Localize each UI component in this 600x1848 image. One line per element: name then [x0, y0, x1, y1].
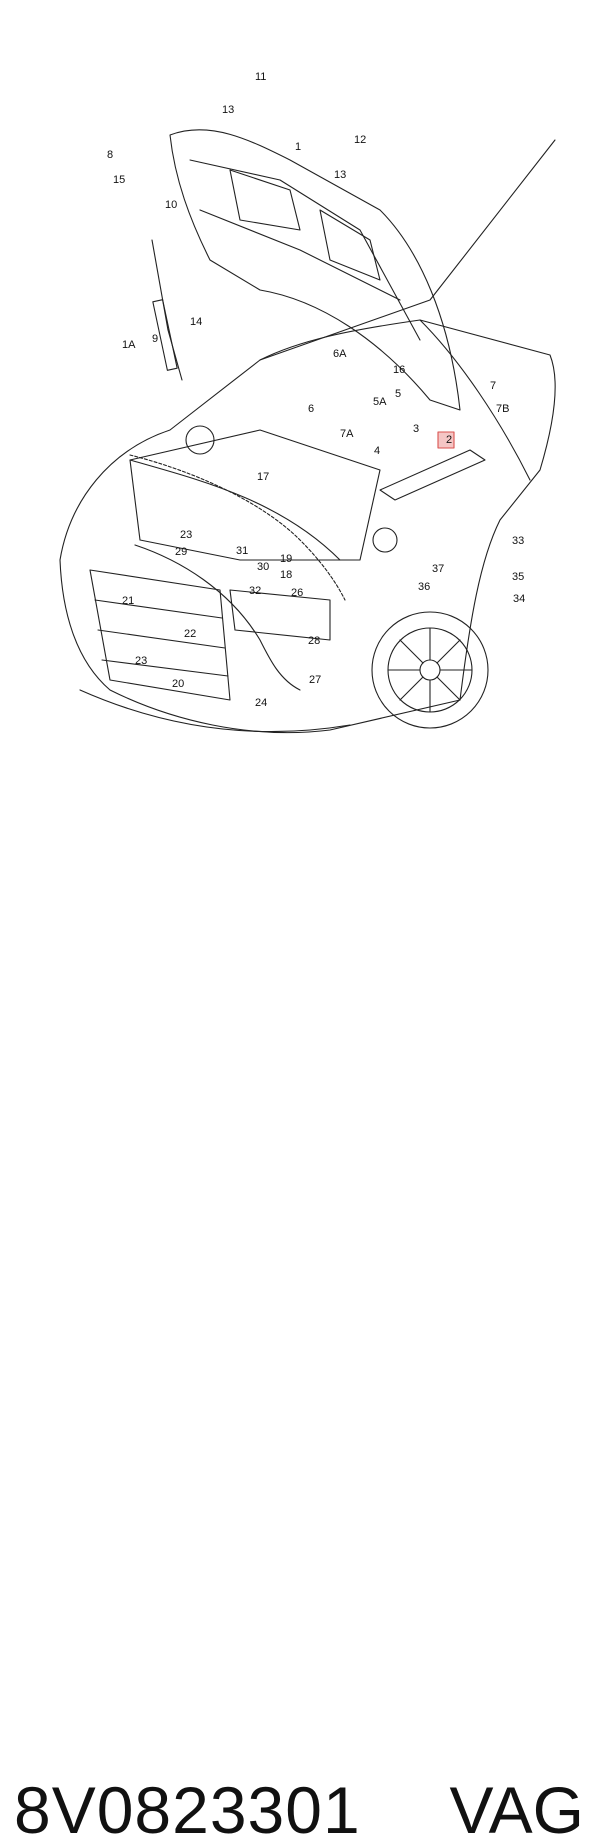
- release-cable: [134, 544, 301, 691]
- callout-17: 17: [257, 471, 269, 483]
- callout-13: 13: [222, 104, 234, 116]
- bumper-line: [79, 689, 351, 733]
- callout-28: 28: [308, 635, 320, 647]
- headlight-left: [229, 589, 331, 641]
- callout-34: 34: [513, 593, 525, 605]
- callout-35: 35: [512, 571, 524, 583]
- callout-36: 36: [418, 581, 430, 593]
- highlight-part-2: [437, 431, 455, 449]
- callout-6: 6: [308, 403, 314, 415]
- callout-31: 31: [236, 545, 248, 557]
- gas-strut-body: [152, 299, 178, 371]
- strut-tower-right: [372, 527, 398, 553]
- callout-5A: 5A: [373, 396, 387, 408]
- callout-12: 12: [354, 134, 366, 146]
- strut-tower: [185, 425, 215, 455]
- hood-inner-cutouts: [229, 169, 381, 281]
- callout-30: 30: [257, 561, 269, 573]
- hood-inner-frame: [189, 159, 421, 341]
- callout-3: 3: [413, 423, 419, 435]
- callout-32: 32: [249, 585, 261, 597]
- callout-14: 14: [190, 316, 202, 328]
- callout-7B: 7B: [496, 403, 509, 415]
- engine-bay-outline: [129, 429, 381, 561]
- callout-11: 11: [255, 71, 266, 83]
- hinge-cover: [379, 449, 486, 501]
- callout-4: 4: [374, 445, 380, 457]
- callout-7A: 7A: [340, 428, 354, 440]
- lock-carrier: [129, 459, 341, 561]
- callout-16: 16: [393, 364, 405, 376]
- grille-bars: [94, 599, 229, 677]
- callout-1A: 1A: [122, 339, 136, 351]
- hood-panel: [169, 129, 461, 411]
- front-grille: [89, 569, 231, 701]
- hood-seal: [129, 454, 346, 601]
- windshield-line: [259, 139, 556, 361]
- callout-22: 22: [184, 628, 196, 640]
- callout-20: 20: [172, 678, 184, 690]
- part-number: 8V0823301: [14, 1773, 361, 1847]
- callout-10: 10: [165, 199, 177, 211]
- callout-23: 23: [135, 655, 147, 667]
- brand-name: VAG: [449, 1773, 584, 1847]
- gas-strut: [151, 239, 183, 381]
- callout-13: 13: [334, 169, 346, 181]
- callout-5: 5: [395, 388, 401, 400]
- callout-27: 27: [309, 674, 321, 686]
- front-wheel: [371, 611, 489, 729]
- callout-9: 9: [152, 333, 158, 345]
- callout-15: 15: [113, 174, 125, 186]
- callout-2: 2: [446, 434, 452, 446]
- callout-23: 23: [180, 529, 192, 541]
- callout-6A: 6A: [333, 348, 347, 360]
- callout-26: 26: [291, 587, 303, 599]
- callout-1: 1: [295, 141, 301, 153]
- callout-33: 33: [512, 535, 524, 547]
- callout-19: 19: [280, 553, 292, 565]
- callout-18: 18: [280, 569, 292, 581]
- wheel-spokes: [387, 627, 473, 713]
- callout-29: 29: [175, 546, 187, 558]
- callout-37: 37: [432, 563, 444, 575]
- callout-7: 7: [490, 380, 496, 392]
- callout-24: 24: [255, 697, 267, 709]
- fender-line: [419, 319, 531, 481]
- callout-21: 21: [122, 595, 134, 607]
- callout-8: 8: [107, 149, 113, 161]
- car-body-outline: [59, 319, 556, 734]
- footer: 8V0823301 VAG: [0, 880, 600, 1847]
